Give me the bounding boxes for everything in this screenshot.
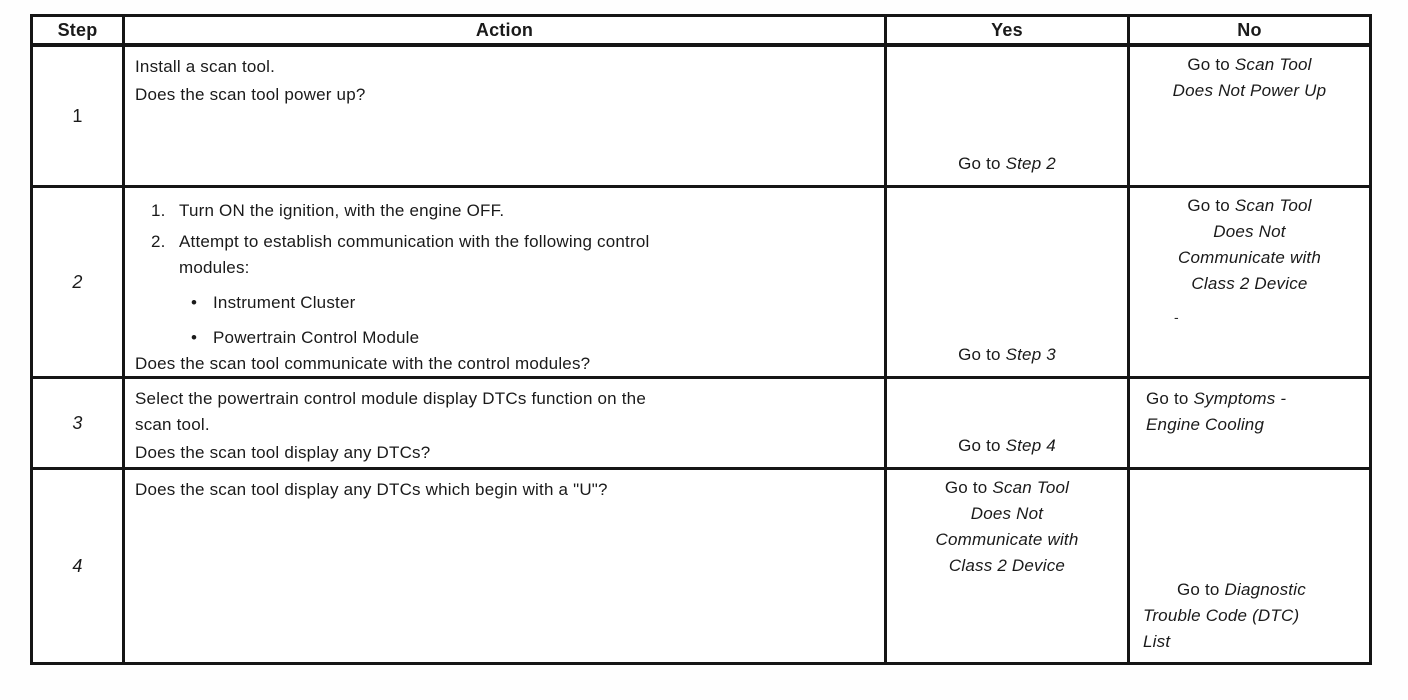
bullet-item-2: • Powertrain Control Module [191,325,874,351]
go-to-prefix: Go to [958,345,1006,364]
no-cell-step-3: Go to Symptoms - Engine Cooling [1130,379,1369,470]
column-header-no: No [1130,17,1369,47]
go-to-prefix: Go to [1187,196,1235,215]
action-cell-step-3: Select the powertrain control module dis… [125,379,887,470]
numbered-item-2: 2. Attempt to establish communication wi… [151,229,874,281]
go-to-target: Scan Tool Does Not Communicate with Clas… [935,478,1079,575]
go-to-reference: Go to Scan Tool Does Not Communicate wit… [895,475,1119,579]
yes-cell-step-4: Go to Scan Tool Does Not Communicate wit… [887,470,1130,662]
go-to-reference: Go to Step 2 [895,151,1119,177]
step-number-1: 1 [33,47,125,188]
go-to-reference: Go to Step 3 [895,342,1119,368]
no-cell-step-2: Go to Scan Tool Does Not Communicate wit… [1130,188,1369,379]
item-text: Attempt to establish communication with … [179,232,650,277]
action-question: Does the scan tool communicate with the … [135,354,591,373]
go-to-target: Step 2 [1005,154,1056,173]
action-text: Install a scan tool. [135,57,276,76]
go-to-prefix: Go to [958,436,1006,455]
action-question: Does the scan tool display any DTCs whic… [135,480,608,499]
item-text: Turn ON the ignition, with the engine OF… [179,201,505,220]
yes-cell-step-3: Go to Step 4 [887,379,1130,470]
go-to-prefix: Go to [1187,55,1235,74]
step-number-2: 2 [33,188,125,379]
step-number-3: 3 [33,379,125,470]
go-to-target: Scan Tool Does Not Power Up [1172,55,1327,100]
go-to-target: Diagnostic Trouble Code (DTC) List [1143,580,1306,651]
go-to-prefix: Go to [1146,389,1194,408]
go-to-prefix: Go to [1177,580,1225,599]
action-text: Select the powertrain control module dis… [135,389,646,434]
bullet-glyph: • [191,328,198,347]
no-cell-step-4: Go to Diagnostic Trouble Code (DTC) List [1130,470,1369,662]
go-to-target: Step 4 [1005,436,1056,455]
numbered-item-1: 1. Turn ON the ignition, with the engine… [151,198,874,224]
scan-artifact-dash: - [1174,309,1179,325]
action-question: Does the scan tool power up? [135,85,366,104]
action-cell-step-2: 1. Turn ON the ignition, with the engine… [125,188,887,379]
go-to-reference: Go to Diagnostic Trouble Code (DTC) List [1143,577,1361,655]
no-cell-step-1: Go to Scan Tool Does Not Power Up [1130,47,1369,188]
step-number-4: 4 [33,470,125,662]
yes-cell-step-1: Go to Step 2 [887,47,1130,188]
bullet-item-1: • Instrument Cluster [191,290,874,316]
action-cell-step-4: Does the scan tool display any DTCs whic… [125,470,887,662]
yes-cell-step-2: Go to Step 3 [887,188,1130,379]
go-to-reference: Go to Scan Tool Does Not Power Up [1138,52,1361,104]
go-to-reference: Go to Symptoms - Engine Cooling [1146,386,1361,438]
bullet-glyph: • [191,293,198,312]
go-to-target: Scan Tool Does Not Communicate with Clas… [1177,196,1322,293]
column-header-step: Step [33,17,125,47]
column-header-yes: Yes [887,17,1130,47]
action-cell-step-1: Install a scan tool. Does the scan tool … [125,47,887,188]
go-to-reference: Go to Step 4 [895,433,1119,459]
go-to-target: Symptoms - Engine Cooling [1146,389,1287,434]
bullet-text: Powertrain Control Module [213,328,420,347]
bullet-text: Instrument Cluster [213,293,356,312]
column-header-action: Action [125,17,887,47]
diagnostic-table: Step Action Yes No 1 Install a scan tool… [30,14,1372,665]
go-to-prefix: Go to [944,478,993,497]
item-number: 2. [151,232,166,251]
go-to-target: Step 3 [1005,345,1056,364]
go-to-reference: Go to Scan Tool Does Not Communicate wit… [1138,193,1361,297]
action-question: Does the scan tool display any DTCs? [135,443,431,462]
item-number: 1. [151,201,166,220]
go-to-prefix: Go to [958,154,1006,173]
